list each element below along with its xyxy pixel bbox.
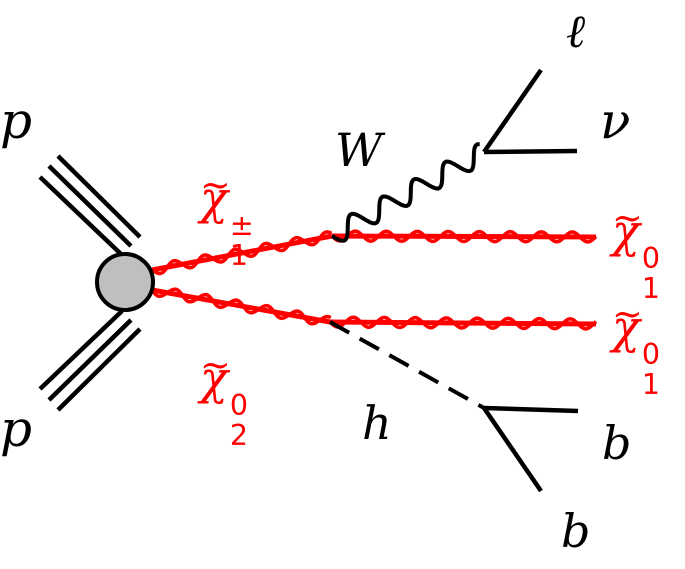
lsp-upper-line (331, 233, 597, 240)
bquark-label-1: b (602, 416, 632, 470)
higgs-line (329, 320, 485, 410)
lepton-line (482, 68, 543, 154)
lepton-label: ℓ (566, 4, 586, 58)
lsp-lower-wave (328, 315, 598, 331)
lsp-lower-line (329, 319, 597, 327)
production-vertex (95, 252, 155, 312)
w-boson-label: W (335, 123, 383, 177)
proton-top-lines (38, 154, 142, 257)
higgs-label: h (362, 396, 392, 450)
proton-bottom-lines (38, 309, 142, 412)
bquark-label-2: b (561, 504, 591, 558)
susy-propagators (150, 229, 598, 331)
w-boson-line (330, 142, 480, 243)
bquark-line-2 (482, 406, 543, 493)
neutrino-label: ν (600, 92, 631, 150)
proton-bottom-label: p (0, 400, 33, 458)
neutrino-line (483, 148, 578, 155)
bquark-line-1 (483, 405, 579, 414)
neutralino2-wave (150, 287, 332, 326)
chargino-label: ~χ±1 (200, 162, 254, 272)
chargino-wave (151, 230, 333, 276)
proton-top-label: p (0, 92, 33, 150)
lsp-upper-wave (330, 229, 598, 244)
